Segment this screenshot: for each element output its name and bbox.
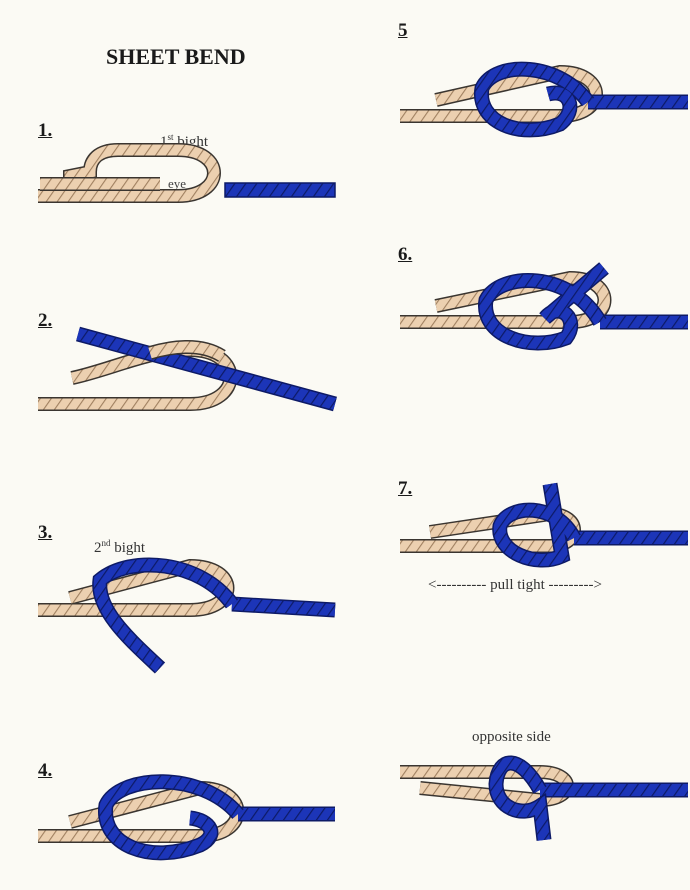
step-2-rope (38, 334, 335, 404)
step-7-rope (400, 484, 688, 560)
step-6-rope (400, 268, 688, 343)
opposite-side-rope (400, 763, 688, 840)
step-4-rope (38, 782, 335, 853)
step-3-rope (38, 565, 335, 668)
step-1-rope (38, 150, 335, 197)
step-5-rope (400, 69, 688, 130)
